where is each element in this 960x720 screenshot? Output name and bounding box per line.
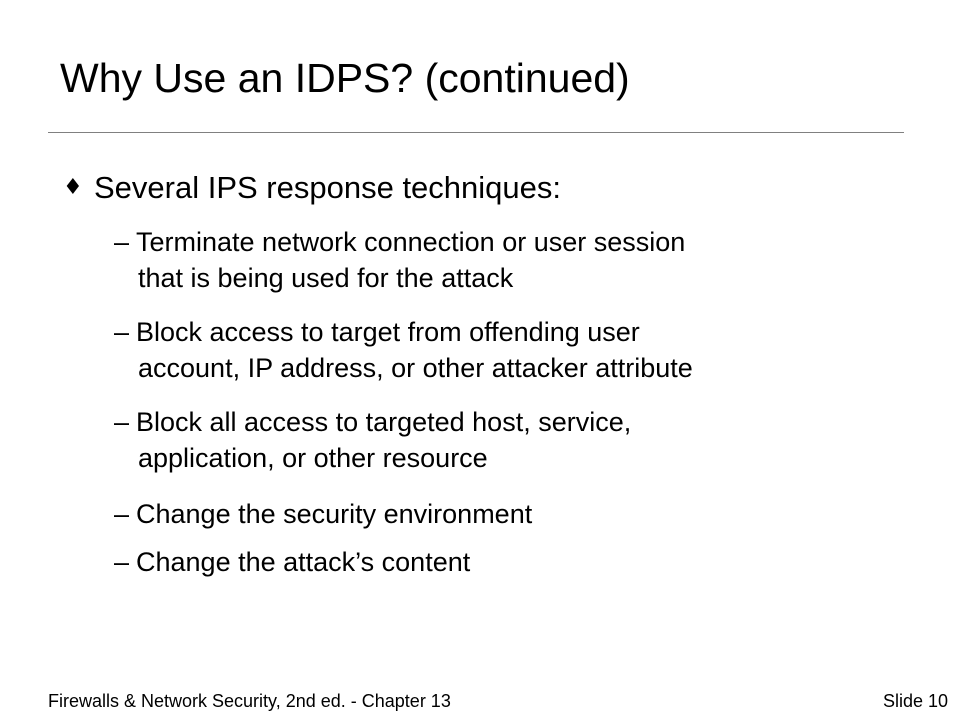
slide-title: Why Use an IDPS? (continued) bbox=[60, 55, 630, 101]
sub-item-text: Block access to target from offending us… bbox=[136, 317, 640, 347]
dash-bullet-icon: – bbox=[114, 317, 130, 347]
sub-item-text: Change the security environment bbox=[136, 499, 533, 529]
sub-item-text-continued: application, or other resource bbox=[138, 443, 488, 473]
main-bullet-text: Several IPS response techniques: bbox=[94, 170, 561, 205]
dash-bullet-icon: – bbox=[114, 227, 130, 257]
diamond-bullet-icon: ♦ bbox=[63, 175, 83, 200]
footer-source: Firewalls & Network Security, 2nd ed. - … bbox=[48, 691, 451, 711]
sub-item-text: Terminate network connection or user ses… bbox=[136, 227, 686, 257]
sub-item-text: Block all access to targeted host, servi… bbox=[136, 407, 632, 437]
title-divider bbox=[48, 132, 904, 133]
slide-number: Slide 10 bbox=[882, 691, 948, 711]
dash-bullet-icon: – bbox=[114, 499, 130, 529]
sub-item-text-continued: that is being used for the attack bbox=[138, 263, 514, 293]
sub-item-text-continued: account, IP address, or other attacker a… bbox=[138, 353, 693, 383]
sub-item-text: Change the attack’s content bbox=[136, 547, 471, 577]
dash-bullet-icon: – bbox=[114, 407, 130, 437]
dash-bullet-icon: – bbox=[114, 547, 130, 577]
